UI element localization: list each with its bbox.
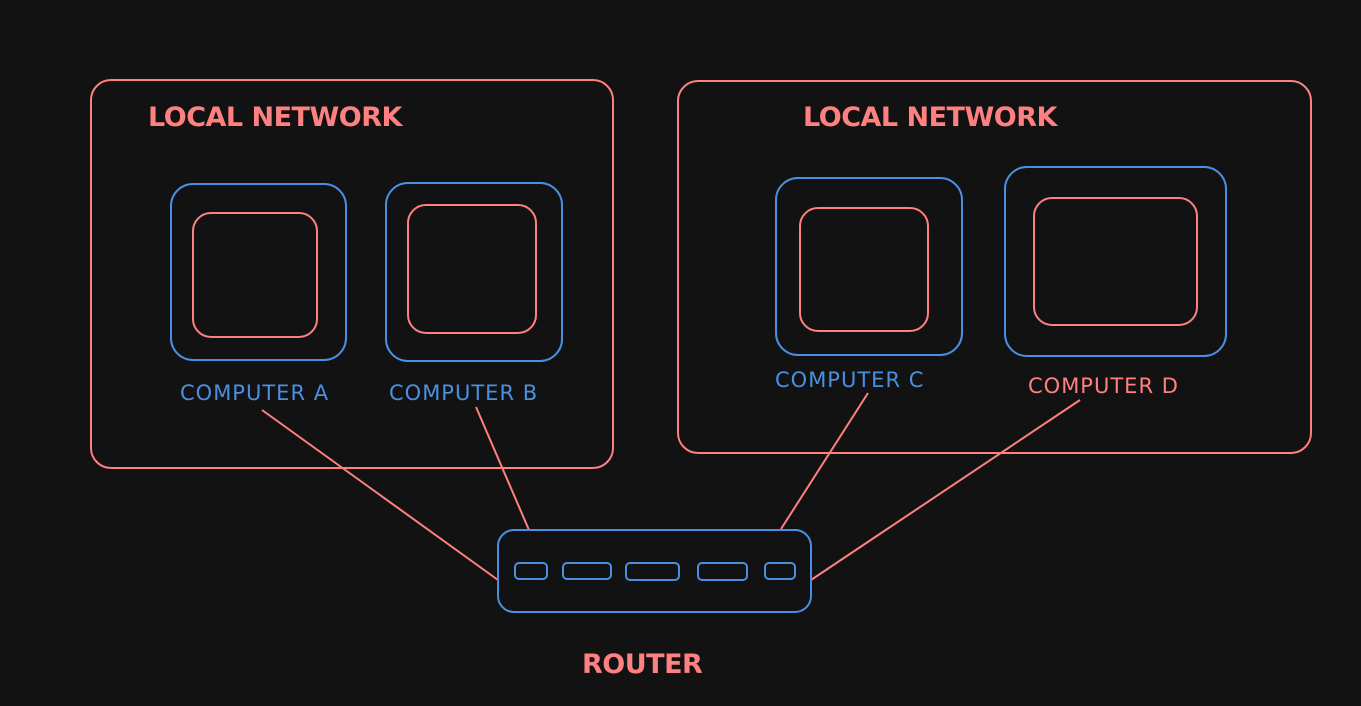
local-network-1: LOCAL NETWORK COMPUTER A COMPUTER B [90,79,614,469]
router-ports [514,562,796,581]
computer-d-label: COMPUTER D [1028,374,1179,398]
router-port [697,562,748,581]
link-computer-c-router [780,392,869,530]
link-computer-d-router [810,399,1081,581]
computer-d: COMPUTER D [1004,166,1227,398]
computer-d-outer [1004,166,1227,357]
computer-a-label: COMPUTER A [180,381,329,405]
computer-c-outer [775,177,963,356]
computer-a-screen [192,212,318,338]
computer-a-outer [170,183,347,361]
computer-c: COMPUTER C [775,177,963,392]
computer-a: COMPUTER A [170,183,347,405]
router-title: ROUTER [582,649,703,680]
computer-b: COMPUTER B [385,182,563,405]
computer-d-screen [1033,197,1198,326]
local-network-2-border [677,80,1312,454]
computer-b-label: COMPUTER B [389,381,538,405]
router: ROUTER [497,529,812,680]
router-body [497,529,812,613]
computer-c-label: COMPUTER C [775,368,924,392]
computer-b-outer [385,182,563,362]
router-port [764,562,796,580]
router-port [625,562,680,581]
local-network-1-border [90,79,614,469]
router-port [562,562,612,580]
local-network-1-title: LOCAL NETWORK [148,102,403,133]
link-computer-a-router [261,409,499,581]
local-network-2-title: LOCAL NETWORK [803,102,1058,133]
computer-b-screen [407,204,537,334]
computer-c-screen [799,207,929,332]
router-port [514,562,548,580]
link-computer-b-router [475,406,530,531]
connections [261,392,1081,581]
local-network-2: LOCAL NETWORK COMPUTER C COMPUTER D [677,80,1312,454]
